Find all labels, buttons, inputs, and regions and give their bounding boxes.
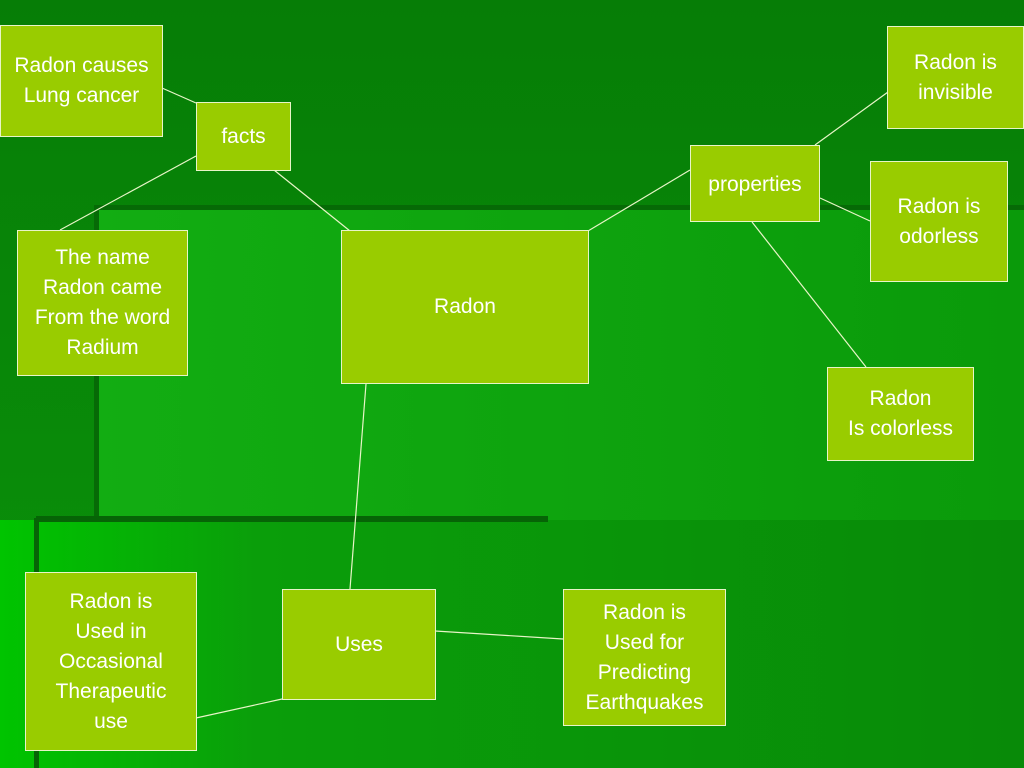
node-properties: properties — [690, 145, 820, 222]
link-facts-radon — [273, 169, 351, 232]
node-use-earthquakes: Radon is Used for Predicting Earthquakes — [563, 589, 726, 726]
link-uses-earthquakes — [434, 630, 564, 640]
node-prop-colorless: Radon Is colorless — [827, 367, 974, 461]
link-properties-odorless — [819, 197, 871, 222]
node-prop-invisible: Radon is invisible — [887, 26, 1024, 129]
link-properties-invisible — [814, 91, 889, 146]
link-properties-colorless — [751, 221, 867, 368]
node-facts: facts — [196, 102, 291, 171]
node-use-therapeutic: Radon is Used in Occasional Therapeutic … — [25, 572, 197, 751]
link-uses-therapeutic — [195, 698, 283, 719]
link-facts-name — [59, 155, 197, 231]
link-lungcancer-facts — [161, 87, 197, 104]
node-uses: Uses — [282, 589, 436, 700]
link-radon-properties — [587, 169, 691, 232]
node-fact-name-origin: The name Radon came From the word Radium — [17, 230, 188, 376]
node-radon-center: Radon — [341, 230, 589, 384]
link-radon-uses — [349, 383, 367, 590]
node-prop-odorless: Radon is odorless — [870, 161, 1008, 282]
node-fact-lung-cancer: Radon causes Lung cancer — [0, 25, 163, 137]
